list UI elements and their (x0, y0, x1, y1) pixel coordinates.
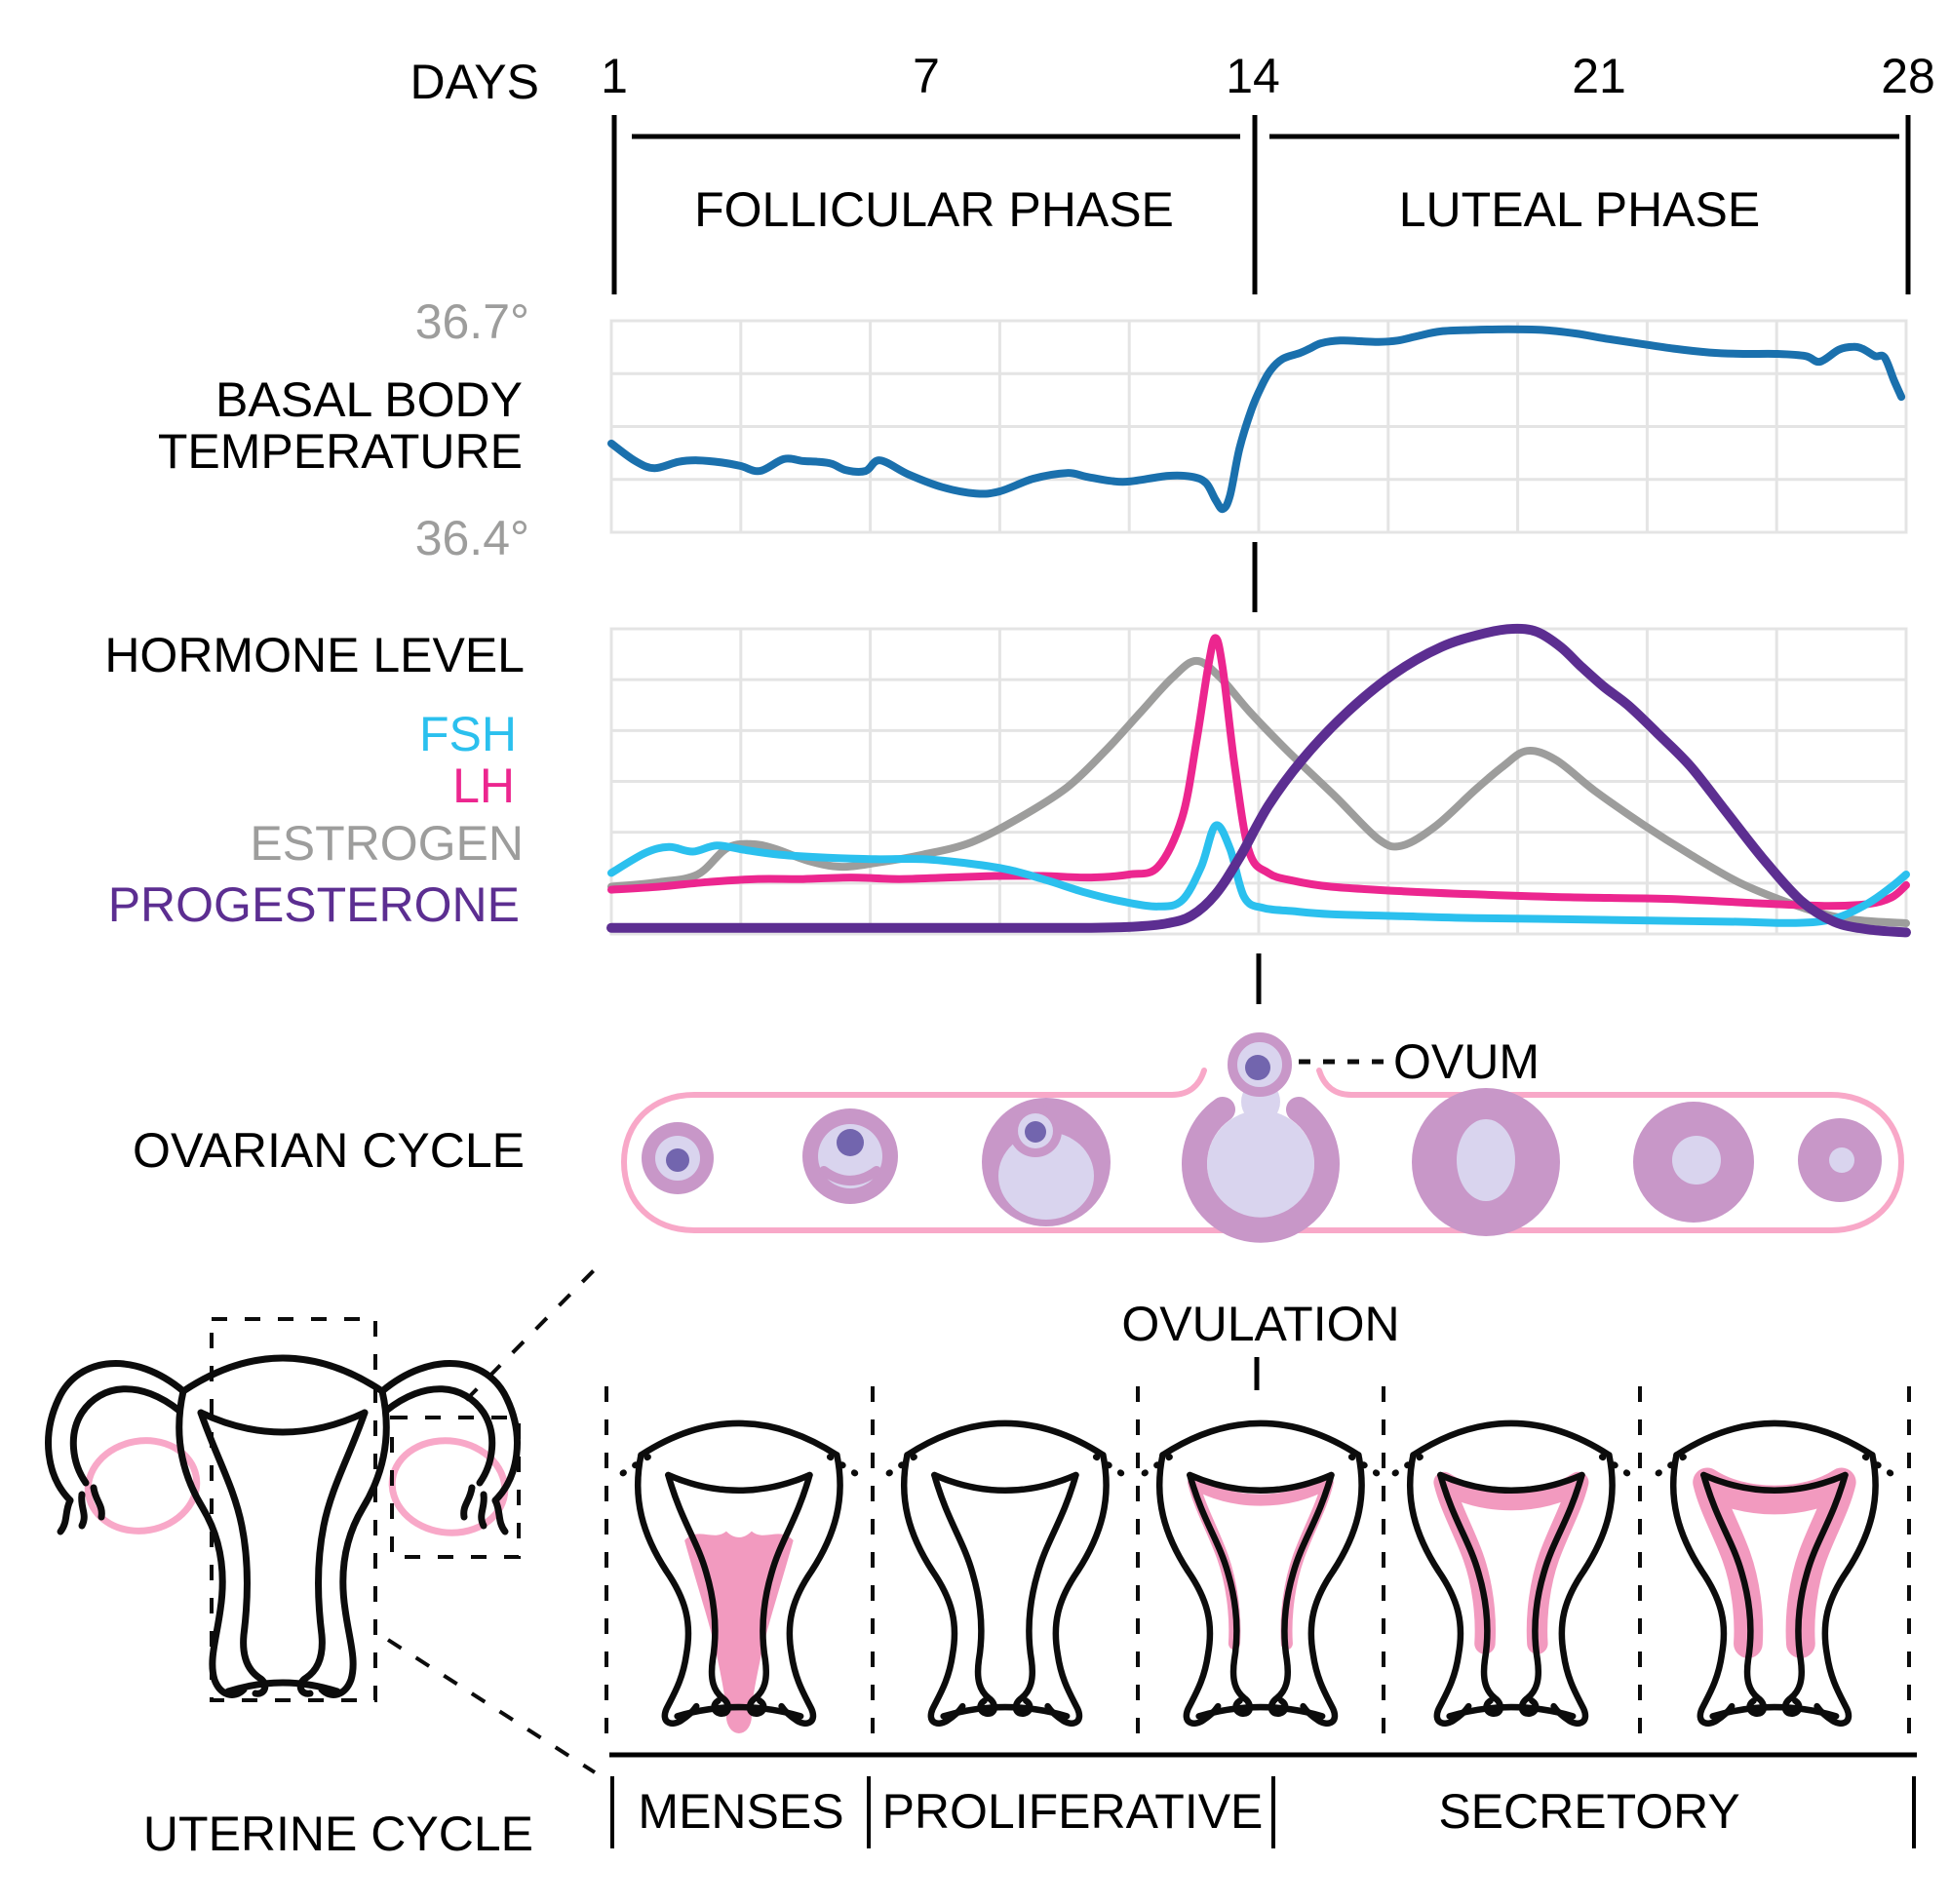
follicle-ovulating (1182, 1080, 1340, 1243)
uterine-cycle-label: UTERINE CYCLE (142, 1807, 533, 1861)
legend-fsh: FSH (419, 707, 517, 761)
progesterone-curve (606, 623, 1911, 938)
day-axis-ticks (611, 115, 1911, 1390)
follicle-primordial (642, 1122, 714, 1194)
corpus-luteum-degenerating (1633, 1102, 1754, 1223)
secretory-label: SECRETORY (1438, 1784, 1740, 1839)
ovarian-cycle-capsule (620, 1032, 1905, 1243)
ovarian-cycle-label: OVARIAN CYCLE (133, 1123, 525, 1178)
day-tick-28: 28 (1881, 49, 1935, 103)
follicle-primary (802, 1108, 898, 1204)
fsh-curve (607, 821, 1910, 927)
uterus-panel-late-secretory (1658, 1423, 1891, 1724)
uterus-zoom-box (210, 1317, 377, 1702)
follicular-phase-label: FOLLICULAR PHASE (694, 182, 1174, 237)
corpus-luteum (1412, 1088, 1560, 1236)
uterus-panel-early-proliferative (889, 1423, 1121, 1724)
day-tick-7: 7 (913, 49, 940, 103)
hormone-chart (606, 623, 1911, 938)
ovum (1228, 1032, 1292, 1097)
left-ovary (84, 1437, 201, 1535)
lh-curve (607, 634, 1910, 911)
luteal-phase-label: LUTEAL PHASE (1398, 182, 1761, 237)
menses-label: MENSES (638, 1784, 844, 1839)
legend-progesterone: PROGESTERONE (107, 877, 520, 932)
ovum-label: OVUM (1393, 1034, 1540, 1089)
hormone-chart-label: HORMONE LEVEL (104, 628, 525, 682)
proliferative-label: PROLIFERATIVE (881, 1784, 1264, 1839)
legend-lh: LH (452, 758, 515, 813)
temperature-chart-label: BASAL BODY TEMPERATURE (157, 372, 523, 479)
day-tick-21: 21 (1572, 49, 1626, 103)
uterus-panel-menses (623, 1423, 855, 1734)
follicle-graafian (982, 1098, 1111, 1226)
corpus-albicans (1798, 1118, 1882, 1202)
ovulation-label: OVULATION (1121, 1297, 1400, 1351)
basal-body-temperature-curve (607, 325, 1906, 514)
temperature-chart (607, 319, 1908, 534)
uterus-panel-late-proliferative (1145, 1423, 1377, 1724)
uterine-cycle-panels (604, 1386, 1917, 1848)
legend-estrogen: ESTROGEN (250, 816, 524, 871)
temp-max-label: 36.7° (414, 294, 529, 349)
uterus-anatomy-illustration (45, 1317, 521, 1702)
temp-min-label: 36.4° (414, 511, 529, 565)
day-tick-1: 1 (601, 49, 628, 103)
uterus-panel-early-secretory (1395, 1423, 1627, 1724)
connector-uterus-to-panels (386, 1638, 597, 1774)
uterus-outline (45, 1354, 521, 1698)
days-axis-label: DAYS (410, 55, 539, 109)
day-tick-14: 14 (1226, 49, 1280, 103)
connector-ovary-to-capsule (464, 1262, 603, 1402)
